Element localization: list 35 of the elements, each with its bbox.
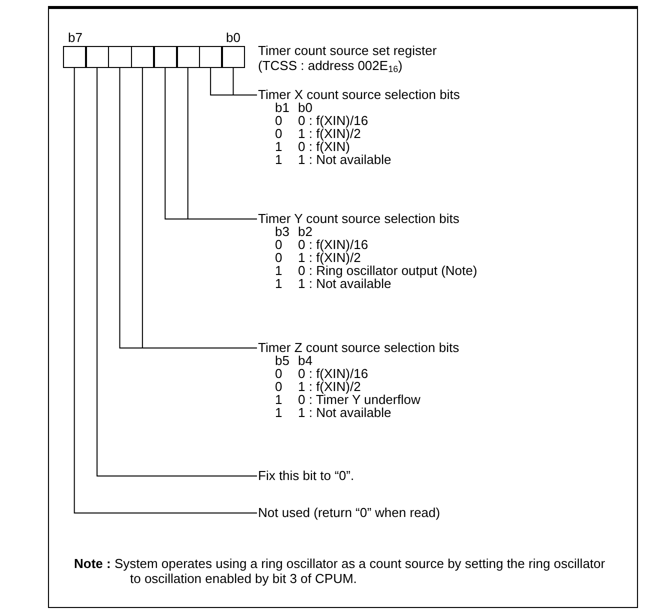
bit-setting-row-text: 1 0 : Timer Y underflow bbox=[274, 393, 420, 406]
note-text: Note : System operates using a ring oscillator as a count source by setting the ring oscillator to oscillation enabled by bit 3 of CPUM. bbox=[74, 556, 606, 586]
bit-setting-row-text: 0 0 : f(XIN)/16 bbox=[274, 238, 368, 251]
register-address: (TCSS : address 002E$_{16}$) bbox=[258, 59, 402, 73]
bit-header-row-text: b5 b4 bbox=[274, 354, 312, 367]
field-description: Timer X count source selection bits bbox=[258, 88, 462, 101]
bit-setting-row-text: 1 1 : Not available bbox=[274, 406, 392, 419]
bit-header-row-text: b3 b2 bbox=[274, 225, 312, 238]
register-bit-cell bbox=[199, 46, 222, 68]
register-bit-cell bbox=[176, 46, 200, 68]
bit-setting-row-text: 0 0 : f(XIN)/16 bbox=[274, 114, 368, 127]
register-bit-cell bbox=[131, 46, 154, 68]
field-description: Not used (return “0” when read) bbox=[258, 506, 442, 519]
register-bit-cell bbox=[86, 46, 109, 68]
register-bit-cell bbox=[63, 46, 86, 68]
bit-number: b7 bbox=[68, 31, 82, 45]
bit-setting-row-text: 0 1 : f(XIN)/2 bbox=[274, 251, 361, 264]
bit-header-row-text: b1 b0 bbox=[274, 101, 312, 114]
leader-line bbox=[210, 68, 258, 96]
register-name: Timer count source set register bbox=[258, 44, 437, 58]
field-description: Timer Z count source selection bits bbox=[258, 341, 462, 354]
bit-setting-row-text: 0 0 : f(XIN)/16 bbox=[274, 367, 368, 380]
register-bit-cell bbox=[154, 46, 177, 68]
register-bit-cell bbox=[108, 46, 132, 68]
bit-setting-row-text: 1 1 : Not available bbox=[274, 277, 392, 290]
bit-number: b0 bbox=[226, 31, 240, 45]
leader-line bbox=[164, 68, 258, 220]
bit-setting-row-text: 1 0 : Ring oscillator output (Note) bbox=[274, 264, 478, 277]
bit-setting-row-text: 1 0 : f(XIN) bbox=[274, 140, 350, 153]
bit-setting-row-text: 0 1 : f(XIN)/2 bbox=[274, 380, 361, 393]
bit-setting-row-text: 1 1 : Not available bbox=[274, 153, 392, 166]
leader-line bbox=[74, 68, 258, 514]
leader-line bbox=[96, 68, 258, 476]
register-bit-cell bbox=[222, 46, 246, 68]
bit-setting-row-text: 0 1 : f(XIN)/2 bbox=[274, 127, 361, 140]
